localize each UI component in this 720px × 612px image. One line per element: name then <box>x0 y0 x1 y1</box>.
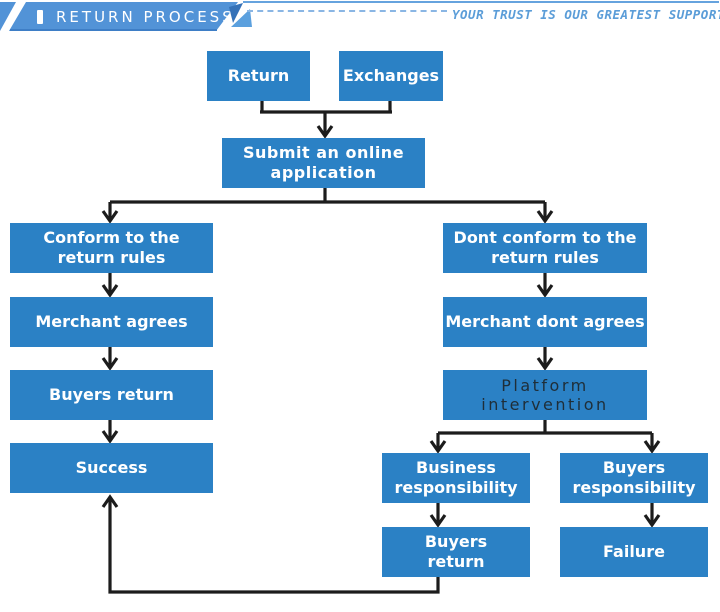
flow-node-return: Return <box>207 51 310 101</box>
node-label: return rules <box>57 248 166 267</box>
dashed-rule-line <box>247 10 447 12</box>
node-label: return <box>427 552 485 571</box>
node-label: Platform <box>501 376 589 395</box>
tagline-text: YOUR TRUST IS OUR GREATEST SUPPORT <box>452 7 720 22</box>
node-label: Buyers <box>602 458 666 477</box>
top-rule-line <box>243 1 719 3</box>
node-label: application <box>270 163 377 182</box>
node-label: Dont conform to the <box>453 228 637 247</box>
flow-node-buyers-responsibility: Buyers responsibility <box>560 453 708 503</box>
flow-node-platform-intervention: Platform intervention <box>443 370 647 420</box>
page-title: RETURN PROCESS <box>56 8 235 26</box>
flow-node-success: Success <box>10 443 213 493</box>
node-label: responsibility <box>572 478 696 497</box>
node-label: responsibility <box>394 478 518 497</box>
node-label: Submit an online <box>242 143 405 162</box>
flow-node-merchant-agrees: Merchant agrees <box>10 297 213 347</box>
flow-node-conform-rules: Conform to the return rules <box>10 223 213 273</box>
node-label: Conform to the <box>43 228 180 247</box>
flow-node-dont-conform-rules: Dont conform to the return rules <box>443 223 647 273</box>
header-banner <box>9 2 238 31</box>
node-label: Merchant agrees <box>35 312 188 331</box>
flow-node-buyers-return-final: Buyers return <box>382 527 530 577</box>
arrowhead-icons <box>101 125 661 528</box>
node-label: Return <box>227 66 290 85</box>
node-label: return rules <box>491 248 599 267</box>
node-label: Merchant dont agrees <box>445 312 645 331</box>
title-bullet-icon <box>37 10 43 24</box>
flow-node-submit-application: Submit an online application <box>222 138 425 188</box>
node-label: intervention <box>481 395 609 414</box>
node-label: Buyers return <box>49 385 174 404</box>
flow-node-failure: Failure <box>560 527 708 577</box>
node-label: Business <box>416 458 496 477</box>
node-label: Buyers <box>424 532 488 551</box>
flow-node-merchant-dont-agrees: Merchant dont agrees <box>443 297 647 347</box>
flow-node-business-responsibility: Business responsibility <box>382 453 530 503</box>
node-label: Exchanges <box>342 66 440 85</box>
node-label: Success <box>75 458 148 477</box>
connector-lines <box>108 101 654 594</box>
banner-bottom-shade <box>10 29 217 31</box>
node-label: Failure <box>603 542 665 561</box>
flow-node-buyers-return: Buyers return <box>10 370 213 420</box>
flow-node-exchanges: Exchanges <box>339 51 443 101</box>
